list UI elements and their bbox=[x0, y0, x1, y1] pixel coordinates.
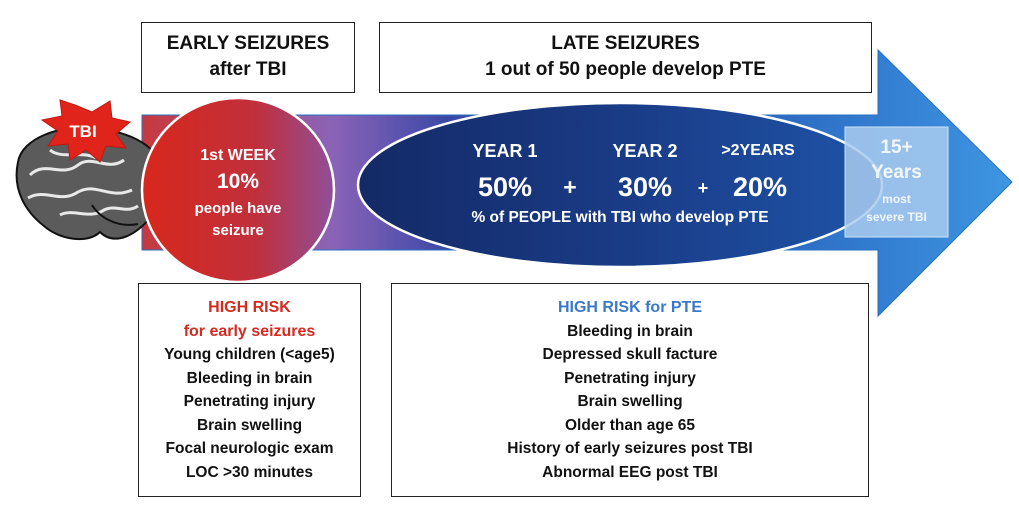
late-risk-item: Depressed skull facture bbox=[542, 346, 718, 363]
late-box-subtitle: 1 out of 50 people develop PTE bbox=[485, 59, 766, 80]
year2-label: YEAR 2 bbox=[612, 141, 678, 161]
early-seizures-box: EARLY SEIZURES after TBI bbox=[141, 22, 355, 93]
year3-value: 20% bbox=[732, 172, 788, 202]
year3-label: >2YEARS bbox=[721, 142, 795, 159]
early-risk-item: Focal neurologic exam bbox=[165, 440, 334, 457]
fifteen-most: most bbox=[882, 192, 911, 206]
late-risk-item: History of early seizures post TBI bbox=[507, 440, 753, 457]
late-risk-item: Bleeding in brain bbox=[567, 322, 693, 340]
fifteen-severe: severe TBI bbox=[866, 210, 927, 224]
early-risk-item: Penetrating injury bbox=[183, 393, 316, 410]
early-box-title: EARLY SEIZURES bbox=[166, 33, 330, 54]
fifteen-years-box bbox=[844, 126, 949, 238]
fifteen-years: Years bbox=[871, 162, 922, 183]
tbi-burst bbox=[40, 99, 132, 163]
week-label: 1st WEEK bbox=[200, 147, 276, 164]
plus-sign-2: + bbox=[697, 178, 709, 198]
early-risk-box: HIGH RISK for early seizures Young child… bbox=[138, 283, 361, 497]
early-risk-item: Brain swelling bbox=[196, 416, 303, 434]
late-risk-item: Penetrating injury bbox=[564, 369, 696, 387]
year2-value: 30% bbox=[617, 172, 673, 202]
late-risk-item: Brain swelling bbox=[577, 393, 683, 410]
year1-label: YEAR 1 bbox=[472, 141, 538, 161]
first-week-circle bbox=[140, 96, 336, 284]
late-seizures-box: LATE SEIZURES 1 out of 50 people develop… bbox=[379, 22, 872, 93]
tbi-label: TBI bbox=[69, 122, 97, 141]
early-box-subtitle: after TBI bbox=[209, 59, 287, 80]
early-risk-subtitle: for early seizures bbox=[183, 322, 316, 340]
early-risk-title: HIGH RISK bbox=[208, 299, 291, 316]
years-caption: % of PEOPLE with TBI who develop PTE bbox=[471, 209, 769, 226]
early-risk-item: Young children (<age5) bbox=[164, 346, 335, 363]
plus-sign-1: + bbox=[563, 174, 577, 200]
late-risk-item: Abnormal EEG post TBI bbox=[542, 463, 718, 481]
year1-value: 50% bbox=[477, 172, 533, 202]
week-percent: 10% bbox=[216, 170, 260, 193]
week-seizure: seizure bbox=[212, 222, 264, 239]
late-risk-box: HIGH RISK for PTE Bleeding in brain Depr… bbox=[391, 283, 869, 497]
fifteen-plus: 15+ bbox=[880, 137, 913, 158]
early-risk-item: Bleeding in brain bbox=[186, 369, 313, 387]
week-people: people have bbox=[194, 200, 282, 217]
late-box-title: LATE SEIZURES bbox=[551, 33, 700, 54]
late-risk-item: Older than age 65 bbox=[564, 416, 696, 434]
early-risk-item: LOC >30 minutes bbox=[185, 463, 314, 481]
late-risk-title: HIGH RISK for PTE bbox=[557, 299, 702, 316]
